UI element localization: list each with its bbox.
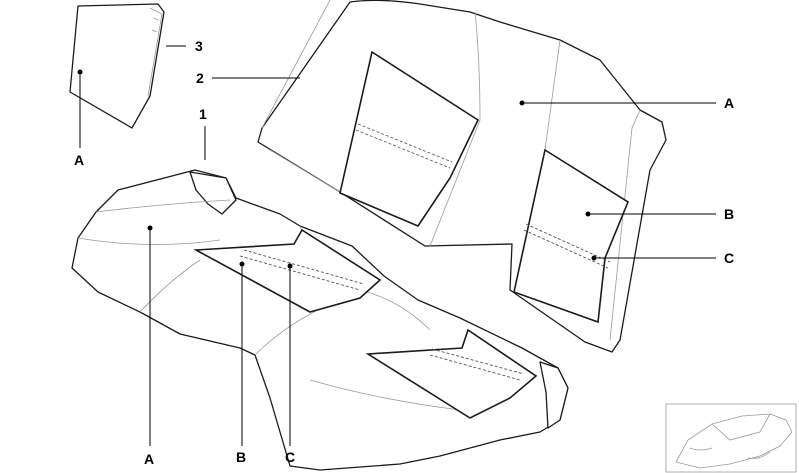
callout-backrest-b: B [724, 206, 734, 222]
seat-cushion [71, 169, 569, 471]
leader-lines [77, 45, 716, 446]
backrest-right-insert [513, 148, 629, 324]
cushion-right-insert [365, 328, 538, 419]
callout-cushion-b: B [236, 449, 246, 465]
vehicle-silhouette-icon [675, 413, 793, 469]
callout-headrest-a: A [74, 152, 84, 168]
backrest [257, 0, 667, 353]
callout-part-2: 2 [196, 70, 204, 86]
callout-backrest-a: A [724, 95, 734, 111]
cushion-left-insert [193, 228, 382, 313]
callout-part-1: 1 [199, 106, 207, 122]
callout-part-3: 3 [195, 38, 203, 54]
headrest [69, 3, 165, 129]
callout-backrest-c: C [724, 250, 734, 266]
vehicle-inset [665, 403, 797, 473]
backrest-left-insert [339, 50, 480, 227]
callout-cushion-a: A [144, 451, 154, 467]
callout-cushion-c: C [285, 449, 295, 465]
